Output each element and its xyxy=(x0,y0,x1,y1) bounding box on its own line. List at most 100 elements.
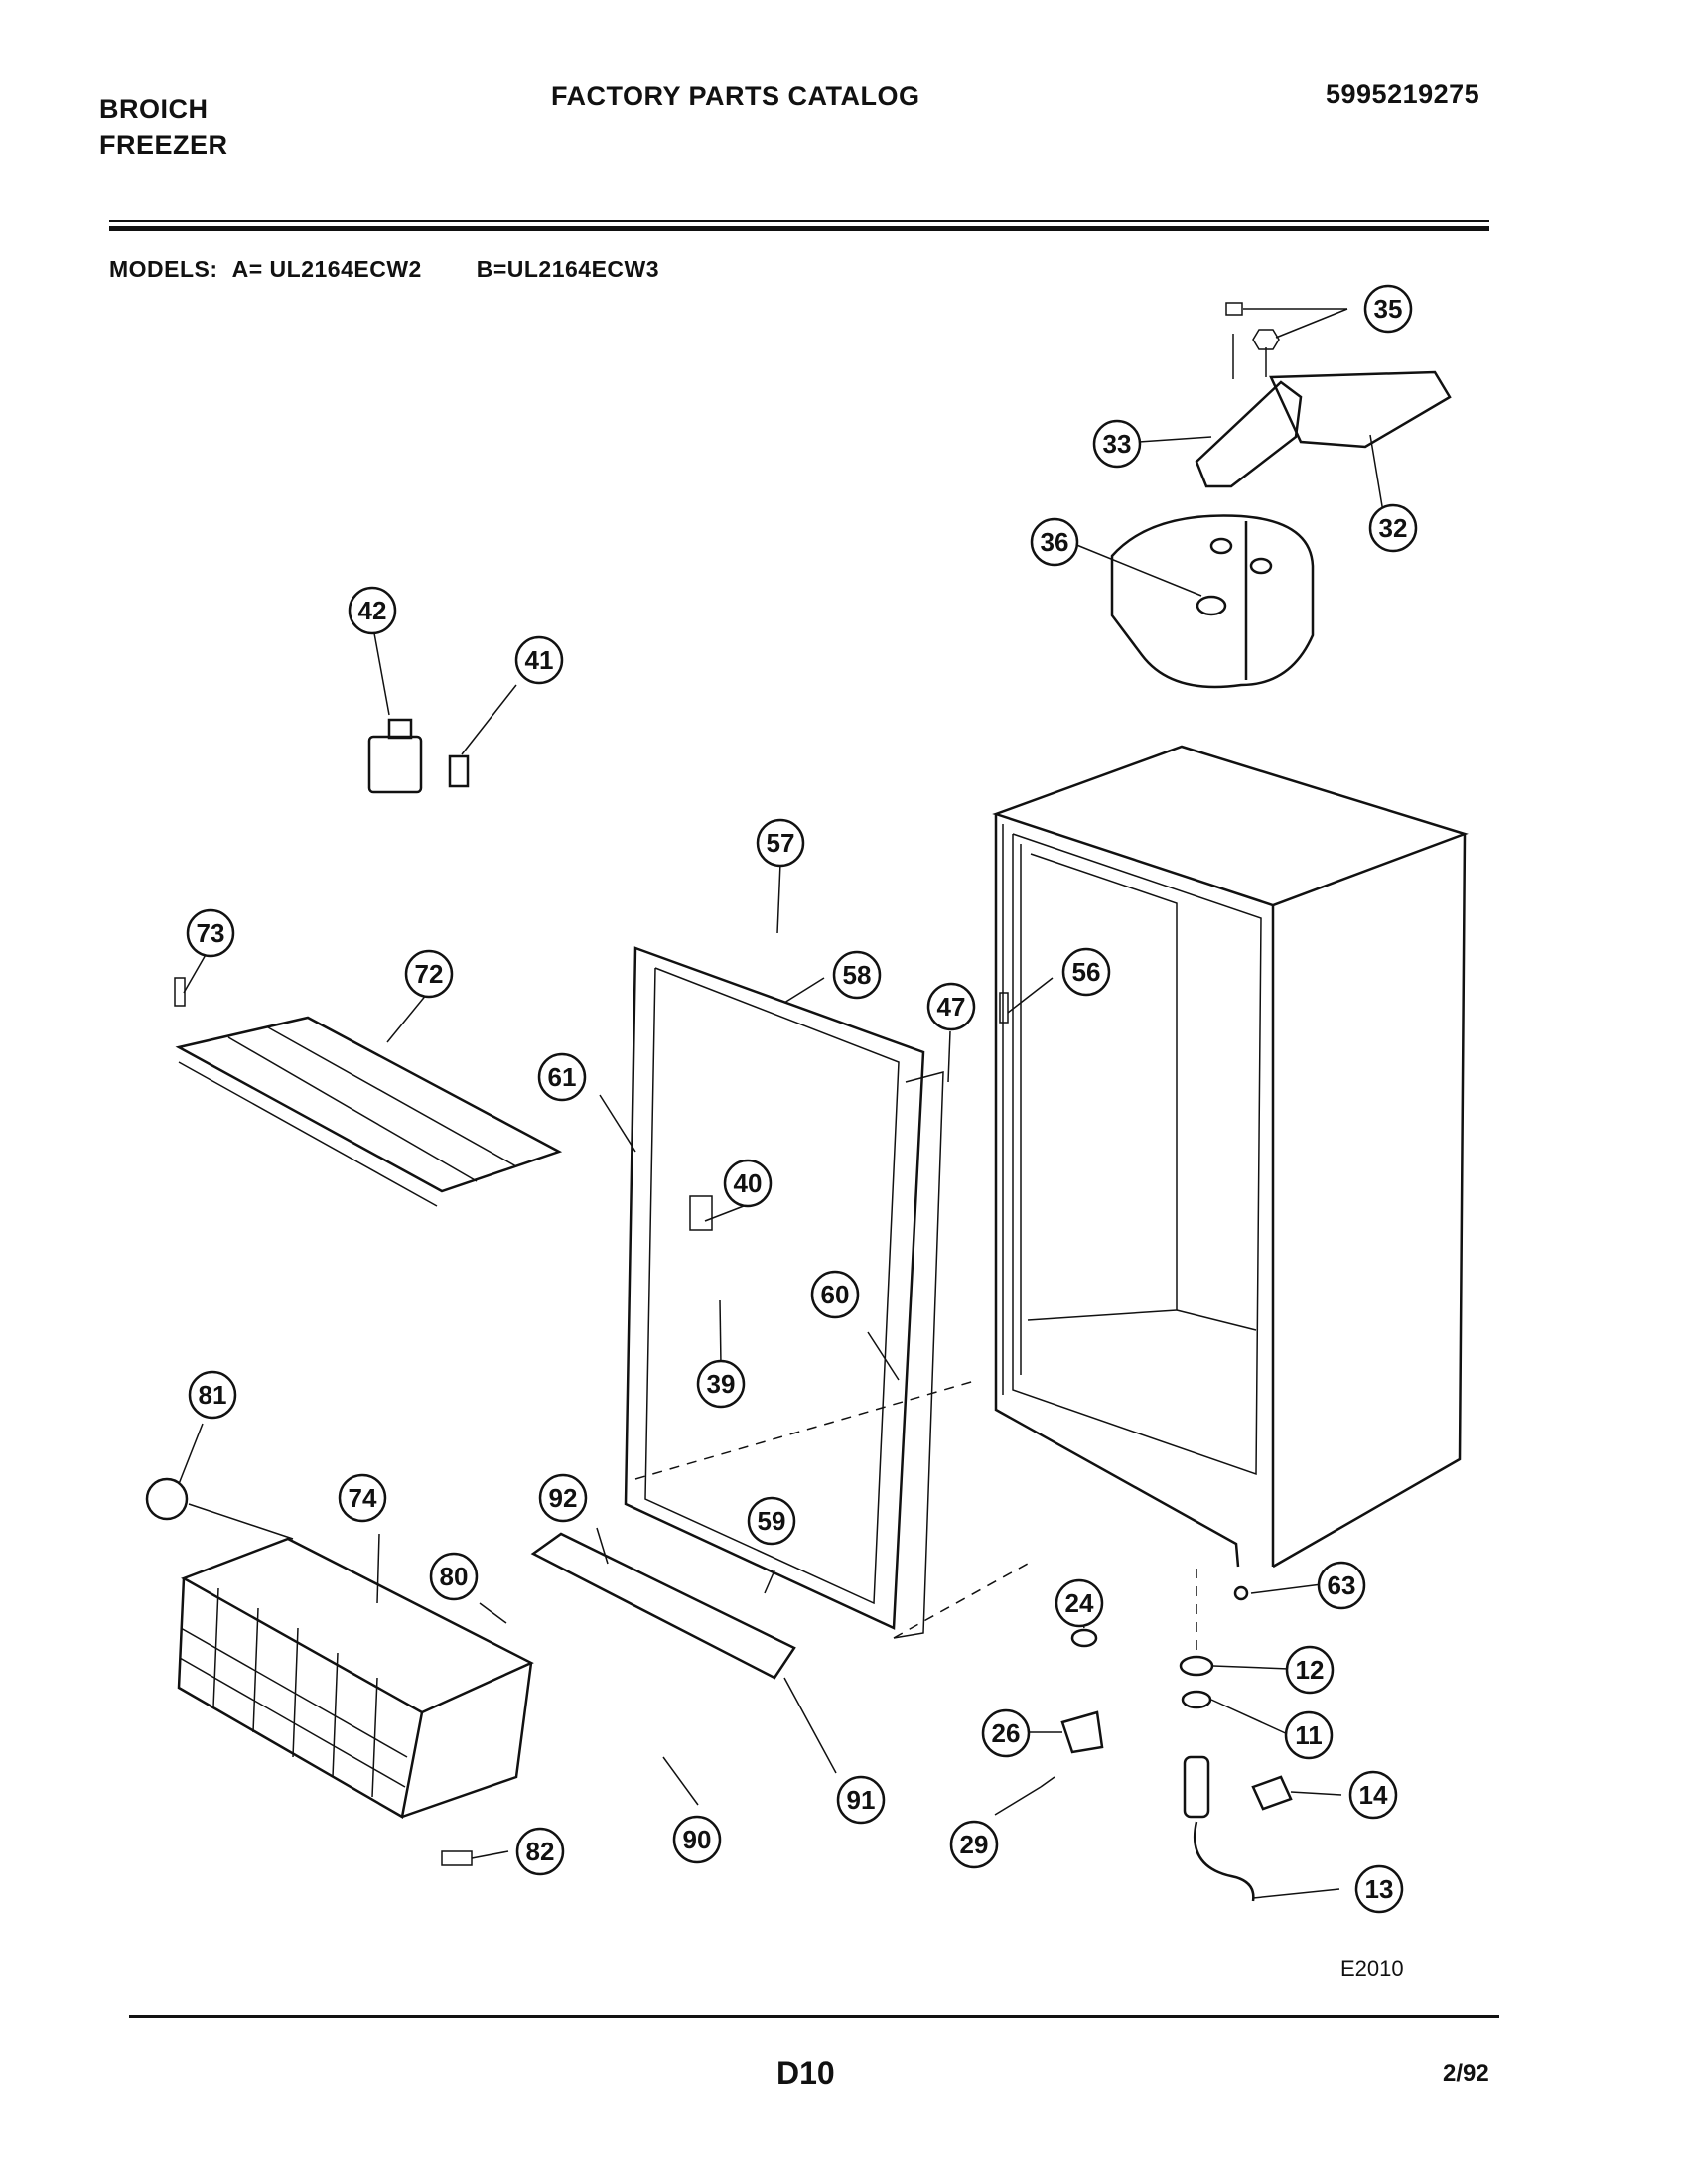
callout-56: 56 xyxy=(1061,947,1111,997)
callout-balloon xyxy=(338,1473,387,1523)
door-drawing xyxy=(530,946,1029,1680)
callout-14: 14 xyxy=(1348,1770,1398,1820)
callout-balloon xyxy=(1055,1578,1104,1628)
brand-name: BROICH xyxy=(99,94,209,124)
callout-13: 13 xyxy=(1354,1864,1404,1914)
callout-balloon xyxy=(1285,1645,1335,1695)
callout-60: 60 xyxy=(810,1270,860,1319)
callout-number: 41 xyxy=(525,645,554,675)
callout-81: 81 xyxy=(188,1370,237,1420)
callout-26: 26 xyxy=(981,1708,1031,1758)
leader-lines xyxy=(178,308,1386,1899)
callout-balloon xyxy=(348,586,397,635)
brand-block: BROICH FREEZER xyxy=(99,91,228,163)
callout-91: 91 xyxy=(836,1775,886,1825)
callout-balloon xyxy=(1354,1864,1404,1914)
callout-number: 80 xyxy=(440,1562,469,1591)
callout-number: 56 xyxy=(1072,957,1101,987)
models-label: MODELS: xyxy=(109,256,218,282)
callout-number: 81 xyxy=(199,1380,227,1410)
callout-42: 42 xyxy=(348,586,397,635)
callout-24: 24 xyxy=(1055,1578,1104,1628)
callout-73: 73 xyxy=(186,908,235,958)
header-rule-thin xyxy=(109,220,1489,222)
callout-number: 82 xyxy=(526,1837,555,1866)
model-b: B=UL2164ECW3 xyxy=(476,256,660,282)
callout-32: 32 xyxy=(1368,503,1418,553)
callout-number: 90 xyxy=(683,1825,712,1854)
callout-number: 58 xyxy=(843,960,872,990)
callout-balloon xyxy=(1348,1770,1398,1820)
callout-number: 11 xyxy=(1295,1720,1323,1750)
product-type: FREEZER xyxy=(99,130,228,160)
callout-number: 73 xyxy=(197,918,225,948)
callout-number: 33 xyxy=(1103,429,1132,459)
model-a: A= UL2164ECW2 xyxy=(231,256,422,282)
callout-74: 74 xyxy=(338,1473,387,1523)
callout-59: 59 xyxy=(747,1496,796,1546)
shelf-drawing xyxy=(174,977,563,1207)
callout-balloon xyxy=(538,1473,588,1523)
callout-number: 92 xyxy=(549,1483,578,1513)
callout-number: 47 xyxy=(937,992,966,1022)
callout-balloon xyxy=(1092,419,1142,469)
callout-number: 12 xyxy=(1296,1655,1325,1685)
catalog-title: FACTORY PARTS CATALOG xyxy=(551,81,920,111)
callout-40: 40 xyxy=(723,1159,773,1208)
callout-12: 12 xyxy=(1285,1645,1335,1695)
callout-47: 47 xyxy=(926,982,976,1031)
callout-63: 63 xyxy=(1317,1561,1366,1610)
compressor-drawing xyxy=(1110,302,1452,689)
callout-balloon xyxy=(514,635,564,685)
callout-balloon xyxy=(926,982,976,1031)
callout-balloon xyxy=(832,950,882,1000)
callout-number: 59 xyxy=(758,1506,786,1536)
callout-balloon xyxy=(1061,947,1111,997)
callout-36: 36 xyxy=(1030,517,1079,567)
callout-balloon xyxy=(949,1820,999,1869)
callout-balloon xyxy=(981,1708,1031,1758)
callout-balloon xyxy=(1317,1561,1366,1610)
callout-balloon xyxy=(537,1052,587,1102)
callout-92: 92 xyxy=(538,1473,588,1523)
callout-number: 35 xyxy=(1374,294,1403,324)
callout-number: 61 xyxy=(548,1062,577,1092)
callout-balloon xyxy=(1368,503,1418,553)
header-rule-thick xyxy=(109,226,1489,231)
callout-number: 74 xyxy=(349,1483,377,1513)
callout-57: 57 xyxy=(756,818,805,868)
footer-rule xyxy=(129,2015,1499,2018)
callout-35: 35 xyxy=(1363,284,1413,334)
callout-82: 82 xyxy=(515,1827,565,1876)
callout-balloon xyxy=(723,1159,773,1208)
callout-group: 35 33 32 36 42 41 57 73 72 58 47 56 61 40 60 39 81 92 59 74… xyxy=(186,284,1418,1914)
revision-date: 2/92 xyxy=(1443,2060,1489,2087)
callout-balloon xyxy=(747,1496,796,1546)
callout-61: 61 xyxy=(537,1052,587,1102)
callout-balloon xyxy=(404,949,454,999)
callout-number: 91 xyxy=(847,1785,876,1815)
callout-58: 58 xyxy=(832,950,882,1000)
callout-80: 80 xyxy=(429,1552,479,1601)
clip-drawing xyxy=(367,718,470,794)
hinge-hardware-drawing xyxy=(1040,1585,1249,1788)
callout-number: 57 xyxy=(767,828,795,858)
callout-72: 72 xyxy=(404,949,454,999)
callout-balloon xyxy=(1284,1710,1334,1760)
callout-number: 72 xyxy=(415,959,444,989)
callout-90: 90 xyxy=(672,1815,722,1864)
callout-number: 40 xyxy=(734,1168,763,1198)
callout-number: 63 xyxy=(1328,1570,1356,1600)
callout-balloon xyxy=(1030,517,1079,567)
callout-29: 29 xyxy=(949,1820,999,1869)
callout-balloon xyxy=(188,1370,237,1420)
callout-39: 39 xyxy=(696,1359,746,1409)
callout-number: 29 xyxy=(960,1830,989,1859)
callout-balloon xyxy=(672,1815,722,1864)
callout-number: 39 xyxy=(707,1369,736,1399)
figure-code: E2010 xyxy=(1340,1956,1404,1980)
callout-number: 60 xyxy=(821,1280,850,1309)
drain-drawing xyxy=(1179,1569,1293,1902)
callout-11: 11 xyxy=(1284,1710,1334,1760)
